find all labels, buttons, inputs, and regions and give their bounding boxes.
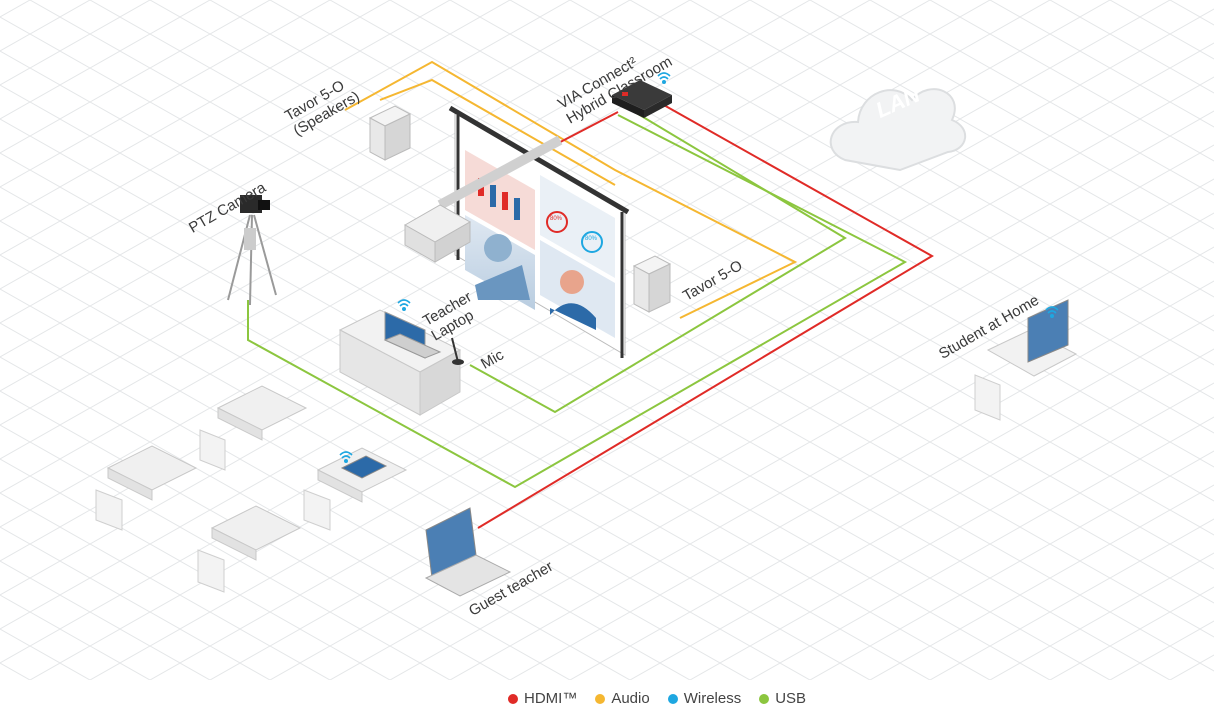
speaker-left-icon — [368, 105, 412, 161]
legend-label-usb: USB — [775, 690, 807, 707]
speaker-right-icon — [632, 255, 672, 313]
desk-wifi-icon — [339, 451, 353, 463]
person-1-head — [484, 234, 512, 262]
legend: HDMI™ Audio Wireless USB — [508, 690, 806, 707]
legend-dot-hdmi — [508, 693, 518, 704]
legend-label-hdmi: HDMI™ — [524, 690, 578, 707]
via-wifi-icon — [657, 72, 671, 85]
tablet-icon — [340, 455, 388, 479]
audio-cable-2 — [379, 78, 616, 186]
gauge-2 — [581, 231, 603, 253]
teacher-desk — [338, 309, 462, 416]
via-connect-device-icon — [612, 80, 672, 118]
projector-icon — [403, 135, 563, 263]
screen-gauge-2-text: 80% — [585, 236, 598, 242]
person-2-head — [560, 270, 584, 294]
ptz-camera-icon — [227, 195, 277, 306]
usb-cable-1 — [469, 107, 847, 414]
teacher-wifi-icon — [397, 299, 411, 311]
legend-item-audio: Audio — [595, 690, 650, 707]
hdmi-cable-1 — [477, 103, 934, 529]
bar-blue-1 — [490, 185, 496, 207]
audio-cable-1 — [344, 60, 798, 319]
legend-dot-audio — [595, 693, 606, 704]
legend-label-wireless: Wireless — [683, 690, 742, 707]
legend-item-usb: USB — [759, 690, 806, 707]
legend-dot-wireless — [667, 693, 678, 704]
bar-red-2 — [502, 192, 508, 210]
home-wifi-icon — [1045, 306, 1059, 318]
usb-cable-2 — [247, 114, 908, 489]
mic-icon — [451, 337, 464, 365]
gauge-1 — [546, 211, 568, 233]
legend-item-wireless: Wireless — [667, 690, 742, 707]
guest-laptop-icon — [424, 507, 512, 597]
screen-gauge-1-text: 80% — [550, 216, 563, 222]
bar-blue-2 — [514, 198, 520, 220]
student-chairs — [95, 429, 331, 593]
legend-item-hdmi: HDMI™ — [508, 690, 577, 707]
legend-label-audio: Audio — [611, 690, 650, 707]
lan-cloud-icon — [829, 88, 967, 172]
home-desk — [974, 299, 1078, 421]
legend-dot-usb — [759, 693, 770, 704]
